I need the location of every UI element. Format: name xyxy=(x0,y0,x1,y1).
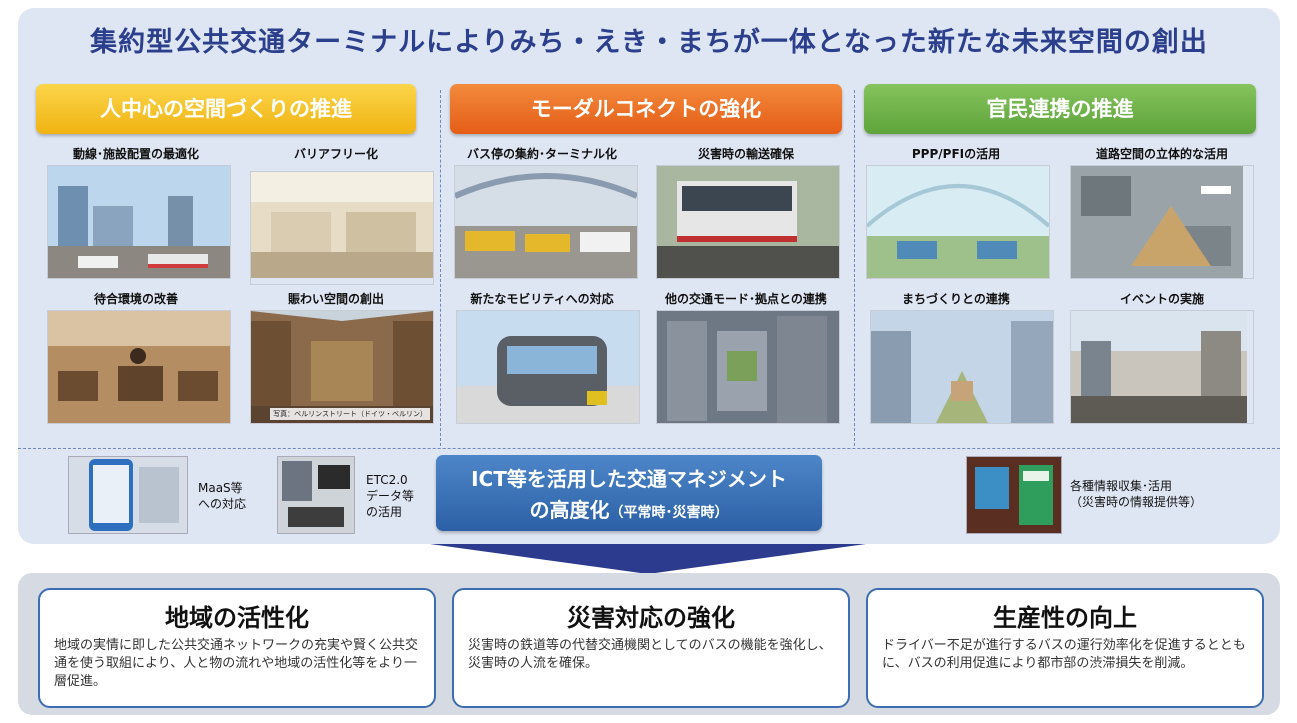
outcome-desc: ドライバー不足が進行するバスの運行効率化を促進するとともに、バスの利用促進により… xyxy=(882,638,1246,671)
row-divider xyxy=(18,448,1280,449)
item-label: イベントの実施 xyxy=(1119,292,1204,306)
outcome-disaster-response: 災害対応の強化 災害時の鉄道等の代替交通機関としてのバスの機能を強化し、災害時の… xyxy=(452,588,850,708)
photo-barrier-free-restroom xyxy=(250,171,434,285)
item-label: まちづくりとの連携 xyxy=(902,292,1010,306)
down-arrow xyxy=(430,544,866,574)
info-collection-label: 各種情報収集･活用 （災害時の情報提供等） xyxy=(1070,479,1203,509)
outcome-productivity: 生産性の向上 ドライバー不足が進行するバスの運行効率化を促進するとともに、バスの… xyxy=(866,588,1264,708)
ict-line2-sub: （平常時･災害時） xyxy=(609,505,729,521)
photo-disaster-transport xyxy=(656,165,840,279)
item-label: 新たなモビリティへの対応 xyxy=(470,292,614,306)
photo-credit: 写真：ベルリンストリート（ドイツ・ベルリン） xyxy=(270,408,430,420)
info-collection-thumbnail xyxy=(966,456,1062,534)
photo-bus-terminal xyxy=(454,165,638,279)
outcome-regional-revitalization: 地域の活性化 地域の実情に即した公共交通ネットワークの充実や賢く公共交通を使う取… xyxy=(38,588,436,708)
photo-waiting-area xyxy=(47,310,231,424)
item-label: バリアフリー化 xyxy=(293,147,378,161)
item-label: 動線･施設配置の最適化 xyxy=(72,147,199,161)
ict-management-box: ICT等を活用した交通マネジメント の高度化（平常時･災害時） xyxy=(436,455,822,531)
item-label: 災害時の輸送確保 xyxy=(697,147,794,161)
item-label: 賑わい空間の創出 xyxy=(287,292,384,306)
outcome-title: 生産性の向上 xyxy=(993,604,1137,632)
ict-line2-main: の高度化 xyxy=(529,498,610,522)
etc-label: ETC2.0 データ等 の活用 xyxy=(366,473,415,519)
item-label: PPP/PFIの活用 xyxy=(911,147,1001,161)
photo-ppp-pfi xyxy=(866,165,1050,279)
photo-3d-road-space xyxy=(1070,165,1254,279)
item-label: バス停の集約･ターミナル化 xyxy=(466,147,617,161)
outcome-desc: 地域の実情に即した公共交通ネットワークの充実や賢く公共交通を使う取組により、人と… xyxy=(54,638,419,689)
photo-transport-hub-link xyxy=(656,310,840,424)
photo-event xyxy=(1070,310,1254,424)
ict-line1: ICT等を活用した交通マネジメント xyxy=(471,467,787,491)
outcome-desc: 災害時の鉄道等の代替交通機関としてのバスの機能を強化し、災害時の人流を確保。 xyxy=(468,638,832,671)
etc-thumbnail xyxy=(277,456,355,534)
header-modal-connect: モーダルコネクトの強化 xyxy=(450,84,842,134)
photo-urban-development xyxy=(870,310,1054,424)
item-label: 道路空間の立体的な活用 xyxy=(1095,147,1228,161)
maas-thumbnail xyxy=(68,456,188,534)
item-label: 待合環境の改善 xyxy=(93,292,178,306)
main-title: 集約型公共交通ターミナルによりみち・えき・まちが一体となった新たな未来空間の創出 xyxy=(90,27,1208,58)
header-public-private-partnership: 官民連携の推進 xyxy=(864,84,1256,134)
column-divider xyxy=(440,90,441,446)
outcome-title: 地域の活性化 xyxy=(165,604,309,632)
photo-new-mobility xyxy=(456,310,640,424)
maas-label: MaaS等 への対応 xyxy=(198,481,247,511)
photo-lively-arcade: 写真：ベルリンストリート（ドイツ・ベルリン） xyxy=(250,310,434,424)
item-label: 他の交通モード･拠点との連携 xyxy=(665,292,827,306)
photo-station-plaza xyxy=(47,165,231,279)
header-people-centered-space: 人中心の空間づくりの推進 xyxy=(36,84,416,134)
ict-line2: の高度化（平常時･災害時） xyxy=(436,494,822,523)
column-divider xyxy=(854,90,855,446)
outcome-title: 災害対応の強化 xyxy=(567,604,735,632)
